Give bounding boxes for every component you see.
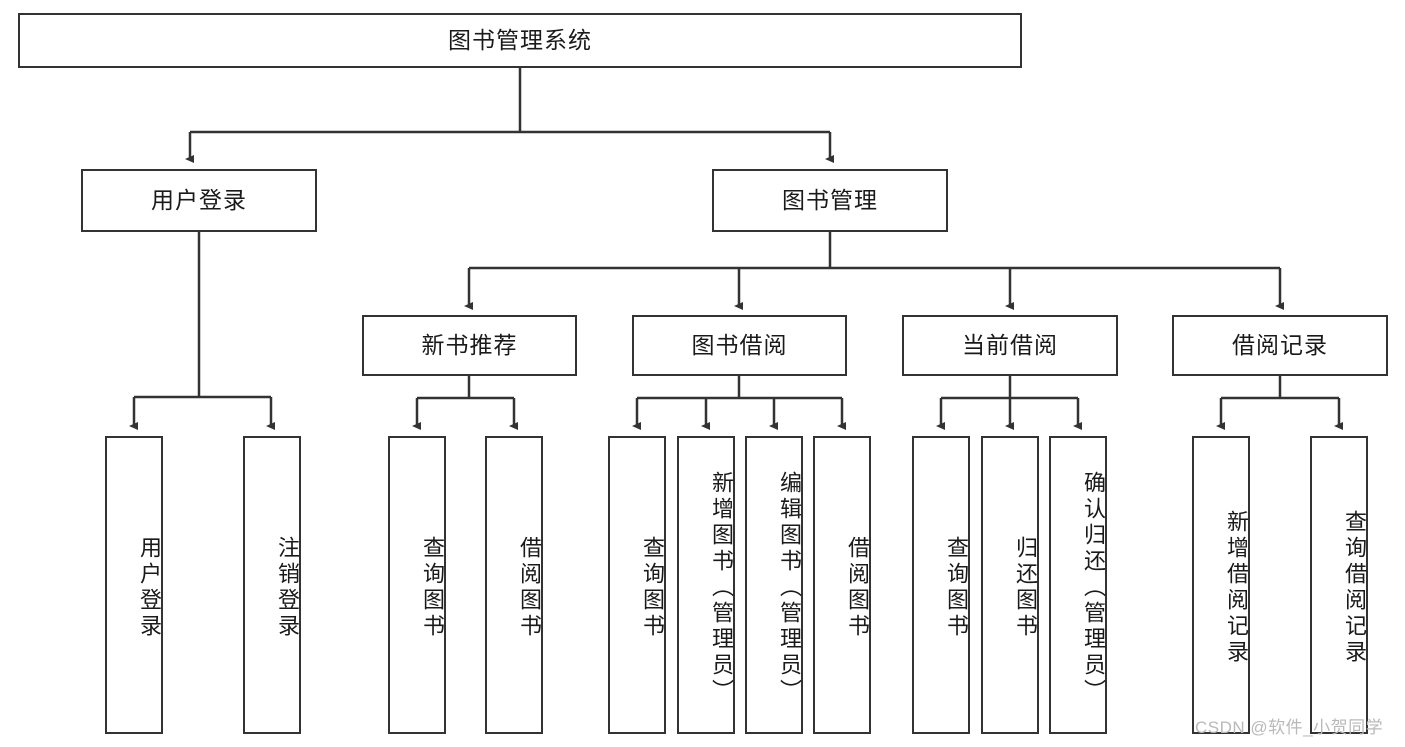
node-label: 查询图书 bbox=[640, 536, 665, 640]
node-label: 用户登录 bbox=[137, 536, 162, 640]
node-current-borrow[interactable]: 当前借阅 bbox=[902, 315, 1118, 376]
node-label: 注销登录 bbox=[275, 536, 300, 640]
leaf-borrow-book-recommend[interactable]: 借阅图书 bbox=[485, 436, 543, 734]
node-label: 查询借阅记录 bbox=[1342, 510, 1367, 666]
leaf-add-book-admin[interactable]: 新增图书（管理员） bbox=[677, 436, 735, 734]
leaf-return-book[interactable]: 归还图书 bbox=[981, 436, 1039, 734]
node-label: 编辑图书（管理员） bbox=[777, 471, 802, 705]
leaf-query-borrow-record[interactable]: 查询借阅记录 bbox=[1310, 436, 1368, 734]
leaf-query-book-recommend[interactable]: 查询图书 bbox=[388, 436, 446, 734]
leaf-borrow-book[interactable]: 借阅图书 bbox=[813, 436, 871, 734]
node-label: 归还图书 bbox=[1013, 536, 1038, 640]
node-label: 当前借阅 bbox=[962, 331, 1058, 358]
node-label: 借阅图书 bbox=[517, 536, 542, 640]
node-root-system[interactable]: 图书管理系统 bbox=[18, 13, 1022, 68]
node-label: 图书管理系统 bbox=[448, 26, 592, 53]
node-label: 查询图书 bbox=[944, 536, 969, 640]
leaf-add-borrow-record[interactable]: 新增借阅记录 bbox=[1192, 436, 1250, 734]
csdn-watermark: CSDN @软件_小贺同学 bbox=[1195, 718, 1384, 737]
node-label: 图书借阅 bbox=[691, 331, 788, 358]
leaf-edit-book-admin[interactable]: 编辑图书（管理员） bbox=[745, 436, 803, 734]
leaf-query-book[interactable]: 查询图书 bbox=[608, 436, 666, 734]
leaf-confirm-return-admin[interactable]: 确认归还（管理员） bbox=[1049, 436, 1107, 734]
node-label: 图书管理 bbox=[782, 186, 878, 213]
node-user-login[interactable]: 用户登录 bbox=[81, 169, 317, 232]
node-label: 查询图书 bbox=[420, 536, 445, 640]
node-book-borrow[interactable]: 图书借阅 bbox=[632, 315, 847, 376]
node-borrow-record[interactable]: 借阅记录 bbox=[1172, 315, 1388, 376]
node-label: 确认归还（管理员） bbox=[1081, 471, 1106, 705]
node-book-management[interactable]: 图书管理 bbox=[712, 169, 948, 232]
leaf-user-logout[interactable]: 注销登录 bbox=[243, 436, 301, 734]
leaf-query-book-current[interactable]: 查询图书 bbox=[912, 436, 970, 734]
node-label: 用户登录 bbox=[151, 186, 247, 213]
node-label: 新增借阅记录 bbox=[1224, 510, 1249, 666]
leaf-user-login[interactable]: 用户登录 bbox=[105, 436, 163, 734]
node-label: 新增图书（管理员） bbox=[709, 471, 734, 705]
node-label: 借阅图书 bbox=[845, 536, 870, 640]
node-label: 借阅记录 bbox=[1232, 331, 1328, 358]
node-new-book-recommend[interactable]: 新书推荐 bbox=[362, 315, 577, 376]
node-label: 新书推荐 bbox=[421, 331, 518, 358]
